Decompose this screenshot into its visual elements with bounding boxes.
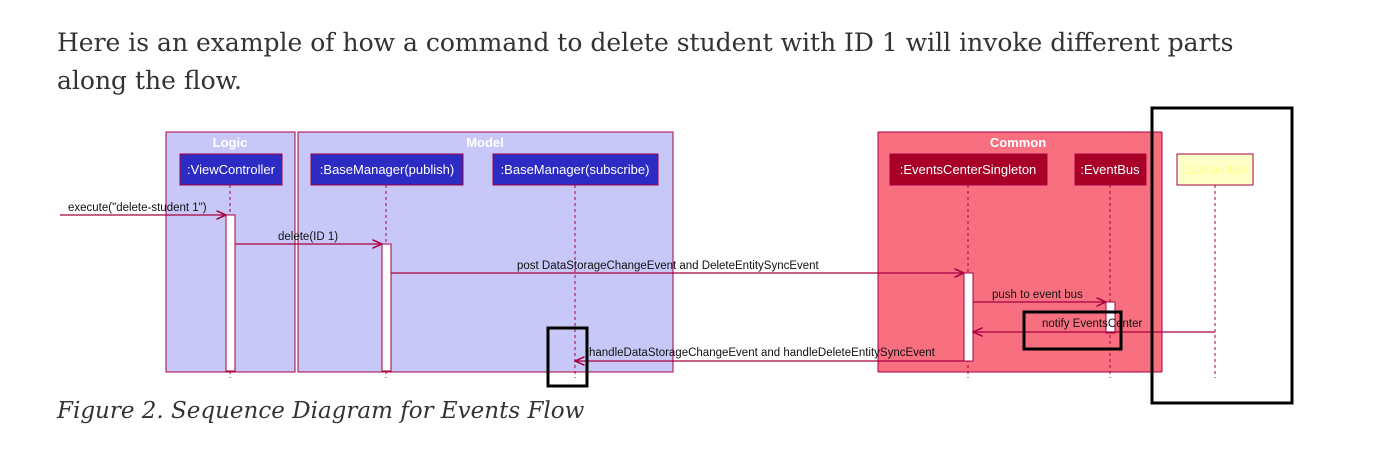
message-notify-label: notify EventsCenter [1042,318,1143,330]
participant-event-bus-label: :EventBus [1080,162,1140,177]
participant-view-controller [179,153,283,186]
participant-base-manager-publish [310,153,464,186]
participant-view-controller-label: :ViewController [187,162,276,177]
message-execute-label: execute("delete-student 1") [68,202,207,214]
highlight-box-subscriber [1150,106,1294,405]
highlight-box-handle [546,326,589,388]
participant-event-bus [1074,153,1147,186]
message-delete-label: delete(ID 1) [278,231,338,243]
activation-base-manager-publish [381,243,392,372]
participant-events-center [889,153,1048,186]
participant-events-center-label: :EventsCenterSingleton [900,162,1037,177]
activation-event-bus [1105,301,1116,334]
group-common-title: Common [990,135,1046,150]
figure-caption: Figure 2. Sequence Diagram for Events Fl… [57,398,585,424]
participant-base-manager-publish-label: :BaseManager(publish) [320,162,454,177]
message-post-label: post DataStorageChangeEvent and DeleteEn… [517,260,820,272]
participant-subscriber-label: :Subscriber [1182,162,1248,177]
highlight-box-notify [1022,310,1123,351]
participant-subscriber [1176,153,1254,186]
activation-view-controller [225,214,236,372]
activation-events-center [963,272,974,362]
group-logic-title: Logic [213,135,248,150]
intro-paragraph: Here is an example of how a command to d… [57,28,1234,95]
participant-base-manager-subscribe-label: :BaseManager(subscribe) [501,162,650,177]
message-push-label: push to event bus [992,289,1083,301]
participant-base-manager-subscribe [492,153,659,186]
message-handle-label: handleDataStorageChangeEvent and handleD… [589,347,936,359]
group-model-title: Model [466,135,504,150]
